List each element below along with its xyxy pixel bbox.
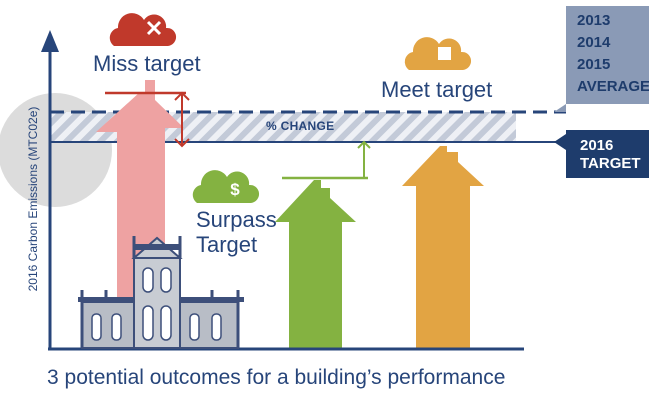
target-label-box: 2016 TARGET	[566, 132, 649, 178]
surpass-target-label-line2: Target	[196, 232, 258, 257]
building-illustration	[78, 236, 244, 349]
average-word: AVERAGE	[577, 78, 649, 95]
caption: 3 potential outcomes for a building’s pe…	[47, 366, 506, 389]
square-cloud-icon	[404, 37, 472, 70]
average-label-box: 2013 2014 2015 AVERAGE	[566, 10, 649, 109]
average-year-2015: 2015	[577, 56, 611, 73]
surpass-target-arrow	[275, 180, 356, 349]
miss-target-label: Miss target	[93, 51, 201, 76]
miss-measure-arrowhead	[174, 91, 190, 101]
percent-change-label: % CHANGE	[266, 119, 335, 133]
average-year-2014: 2014	[577, 34, 611, 51]
target-word: TARGET	[580, 155, 641, 172]
average-box-shape	[554, 6, 649, 112]
average-year-2013: 2013	[577, 12, 611, 29]
target-year: 2016	[580, 137, 614, 154]
dollar-cloud-icon: $	[192, 170, 260, 203]
y-axis-label: 2016 Carbon Emissions (MTC02e)	[26, 106, 40, 292]
y-axis-arrowhead	[41, 30, 59, 52]
gray-circle-decoration	[0, 93, 112, 207]
surpass-measure-arrowhead	[357, 140, 371, 149]
meet-target-label: Meet target	[381, 77, 493, 102]
surpass-target-label-line1: Surpass	[196, 207, 277, 232]
meet-target-arrow	[402, 146, 484, 349]
x-cloud-icon	[109, 13, 177, 47]
svg-text:$: $	[230, 180, 240, 199]
miss-measure-arrowhead-bottom	[174, 138, 190, 148]
target-box-shape	[554, 130, 649, 178]
